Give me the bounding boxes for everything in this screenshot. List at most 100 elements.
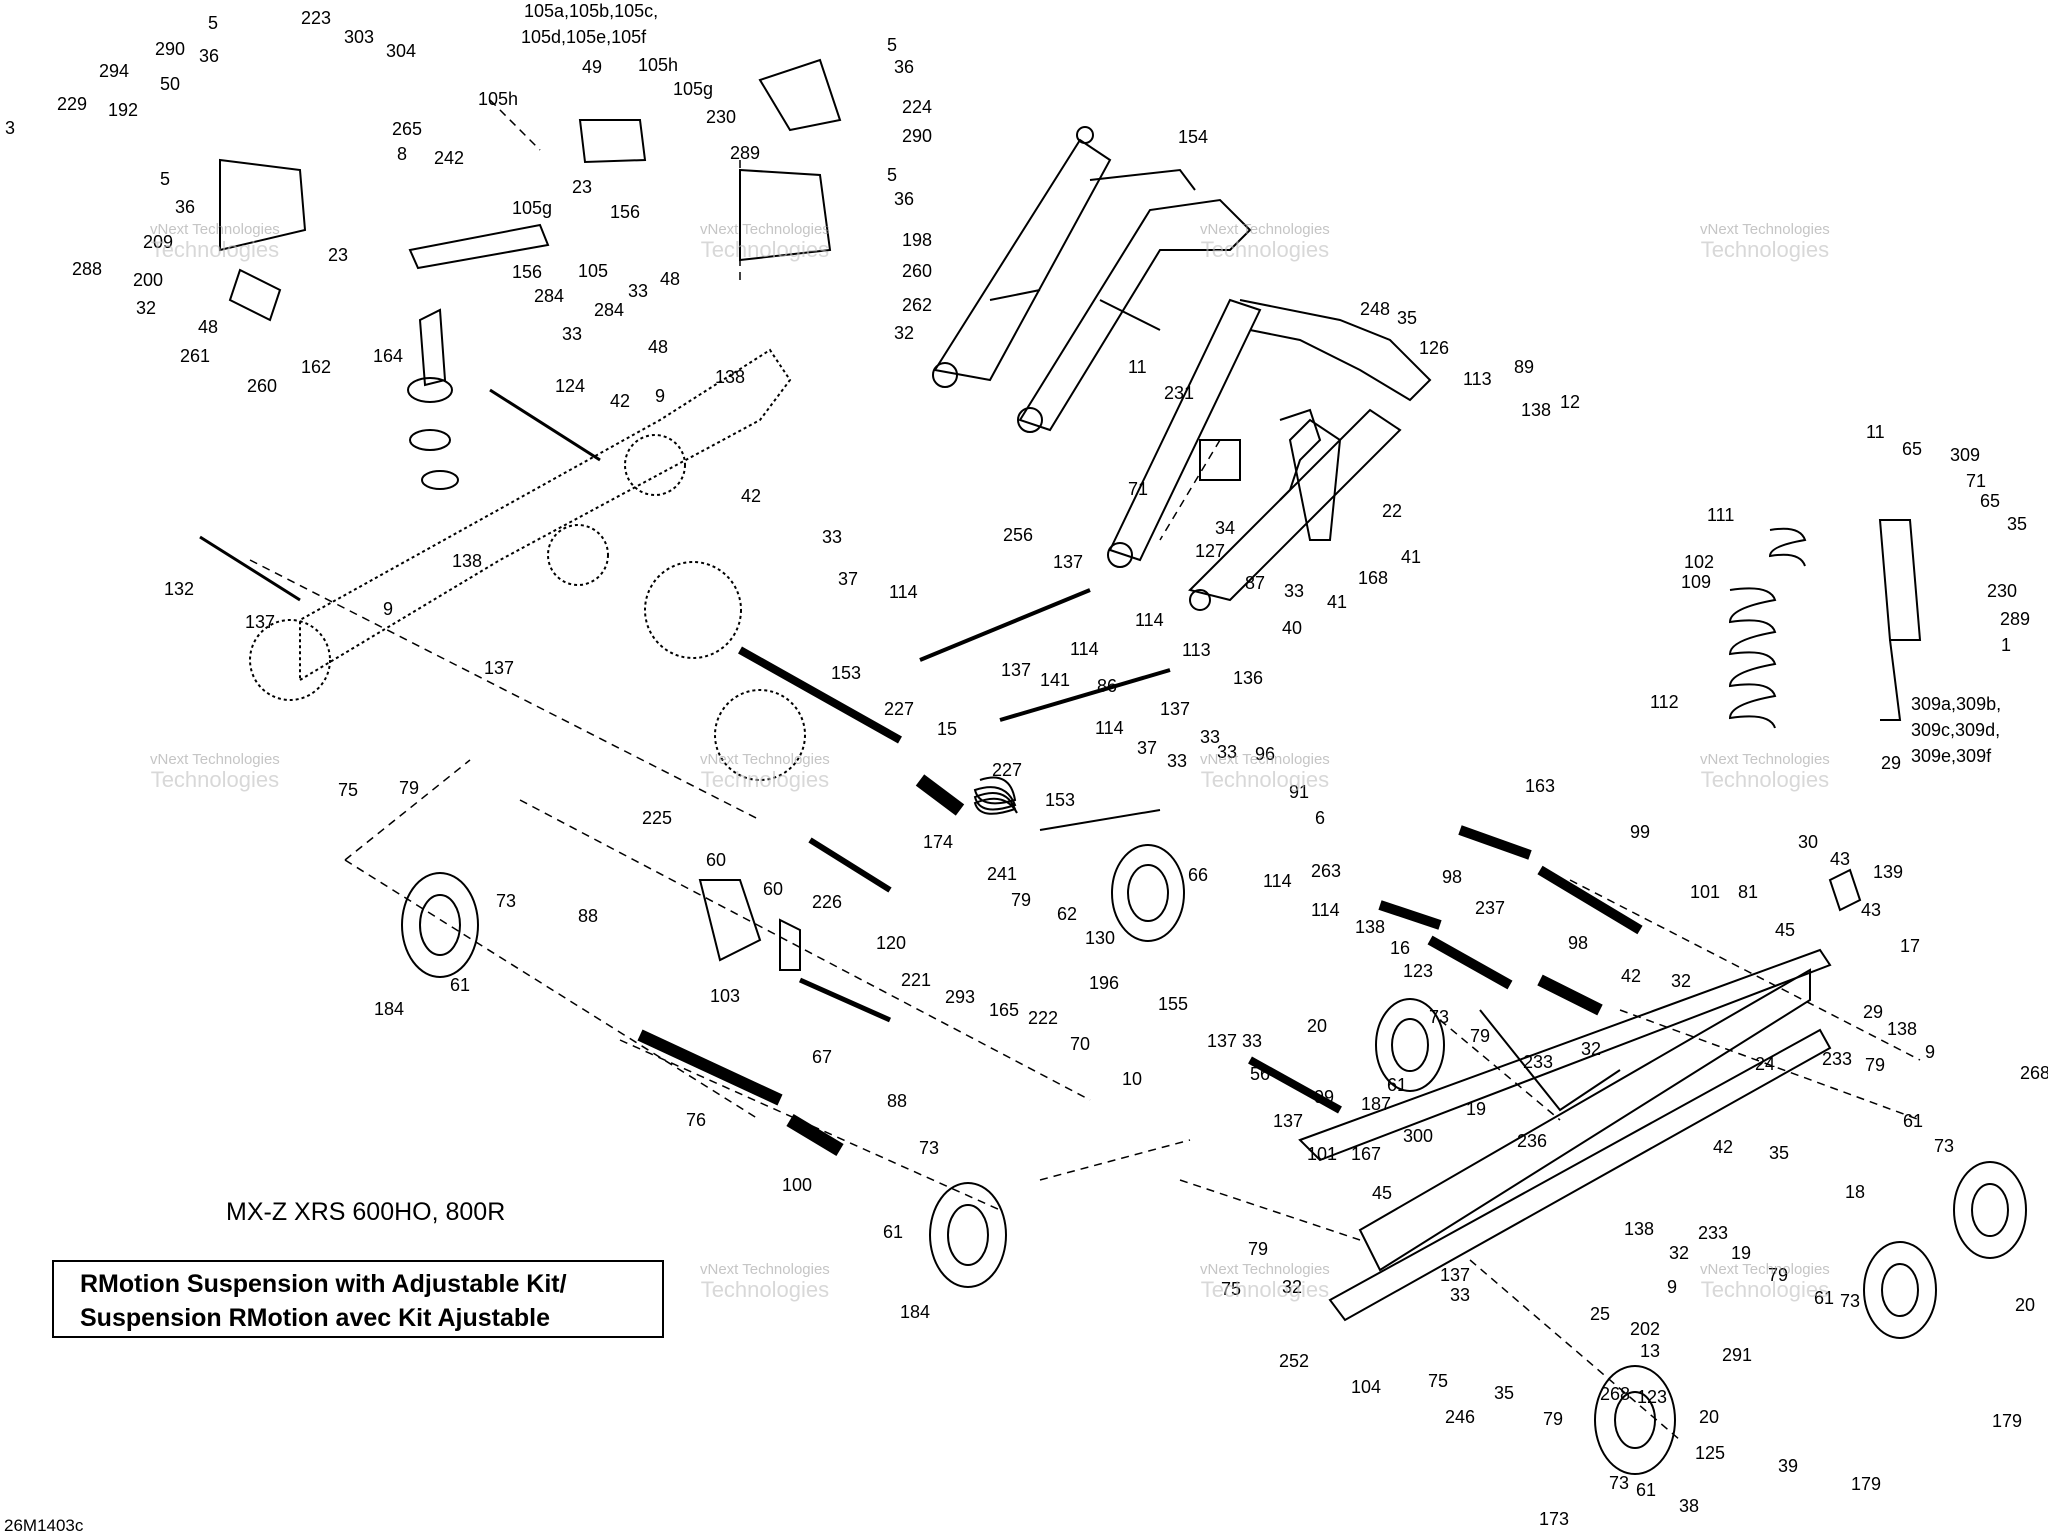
part-callout: 112 [1650,692,1679,712]
part-callout: 102 [1684,552,1715,572]
part-callout: 246 [1445,1407,1476,1427]
part-callout: 88 [887,1091,908,1111]
part-callout: 100 [782,1175,813,1195]
part-callout: 35 [2007,514,2028,534]
part-callout: 33 [1242,1031,1263,1051]
part-callout: 36 [894,57,915,77]
part-callout: 237 [1475,898,1506,918]
model-label: MX-Z XRS 600HO, 800R [226,1198,506,1226]
part-callout: 76 [686,1110,707,1130]
part-callout: 198 [902,230,933,250]
part-callout: 124 [555,376,586,396]
part-callout: 35 [1494,1383,1515,1403]
part-callout: 33 [822,527,843,547]
part-callout: 79 [1248,1239,1269,1259]
part-callout: 168 [1358,568,1389,588]
part-callout: 37 [1137,738,1158,758]
part-callout: 23 [572,177,593,197]
part-callout: 79 [399,778,420,798]
part-callout: 294 [99,61,130,81]
part-callout: 38 [1679,1496,1700,1516]
part-callout: 123 [1637,1387,1668,1407]
part-callout: 138 [1521,400,1552,420]
front-arm [1107,298,1432,611]
part-callout: 48 [198,317,219,337]
part-callout: 260 [902,261,933,281]
part-callout: 137 [1273,1111,1304,1131]
part-callout: 164 [373,346,404,366]
part-callout: 33 [562,324,583,344]
part-callout: 65 [1902,439,1923,459]
part-callout: 114 [1135,610,1164,630]
part-callout: 187 [1361,1094,1392,1114]
part-callout: 289 [730,143,761,163]
part-callout: 309 [1950,445,1981,465]
part-callout: 284 [534,286,565,306]
part-callout: 304 [386,41,417,61]
part-callout: 79 [1543,1409,1564,1429]
part-callout: 6 [1315,808,1326,828]
part-callout: 73 [1840,1291,1861,1311]
part-callout: 241 [987,864,1018,884]
part-callout: 105a,105b,105c, [524,1,659,21]
part-callout: 105 [578,261,609,281]
part-callout: 174 [923,832,954,852]
part-callout: 9 [383,599,394,619]
part-callout: 248 [1360,299,1391,319]
part-callout: 99 [1314,1087,1335,1107]
part-callout: 138 [1355,917,1386,937]
part-callout: 9 [1925,1042,1936,1062]
part-callout: 303 [344,27,375,47]
part-callout: 42 [1621,966,1642,986]
part-callout: 103 [710,986,741,1006]
part-callout: 138 [1624,1219,1655,1239]
part-callout: 32 [1581,1039,1602,1059]
part-callout: 223 [301,8,332,28]
part-callout: 209 [143,232,174,252]
part-callout: 70 [1070,1034,1091,1054]
part-callout: 154 [1178,127,1209,147]
part-callout: 41 [1327,592,1348,612]
part-callout: 29 [1863,1002,1884,1022]
part-callout: 236 [1517,1131,1548,1151]
rear-arm-upper [932,126,1252,433]
part-callout: 233 [1698,1223,1729,1243]
part-callout: 127 [1195,541,1226,561]
part-callout: 293 [945,987,976,1007]
part-callout: 86 [1097,676,1118,696]
part-callout: 73 [919,1138,940,1158]
part-callout: 179 [1851,1474,1882,1494]
part-callout: 233 [1523,1052,1554,1072]
part-callout: 120 [876,933,907,953]
part-callout: 101 [1690,882,1721,902]
part-callout: 43 [1861,900,1882,920]
part-callout: 268 [2020,1063,2048,1083]
part-callout: 5 [887,165,898,185]
part-callout: 62 [1057,904,1078,924]
part-callout: 36 [199,46,220,66]
part-callout: 192 [108,100,139,120]
part-callout: 105g [512,198,553,218]
part-callout: 309c,309d, [1911,720,2001,740]
part-callout: 3 [5,118,16,138]
part-callout: 114 [889,582,918,602]
part-callout: 9 [655,386,666,406]
part-callout: 73 [496,891,517,911]
part-callout: 49 [582,57,603,77]
part-callout: 5 [208,13,219,33]
springs [973,527,1807,831]
part-callout: 67 [812,1047,833,1067]
part-callout: 263 [1311,861,1342,881]
part-callout: 1 [2001,635,2012,655]
part-callout: 132 [164,579,195,599]
part-callout: 12 [1560,392,1581,412]
part-callout: 231 [1164,383,1195,403]
title-english: RMotion Suspension with Adjustable Kit/ [80,1270,567,1298]
part-callout: 36 [175,197,196,217]
